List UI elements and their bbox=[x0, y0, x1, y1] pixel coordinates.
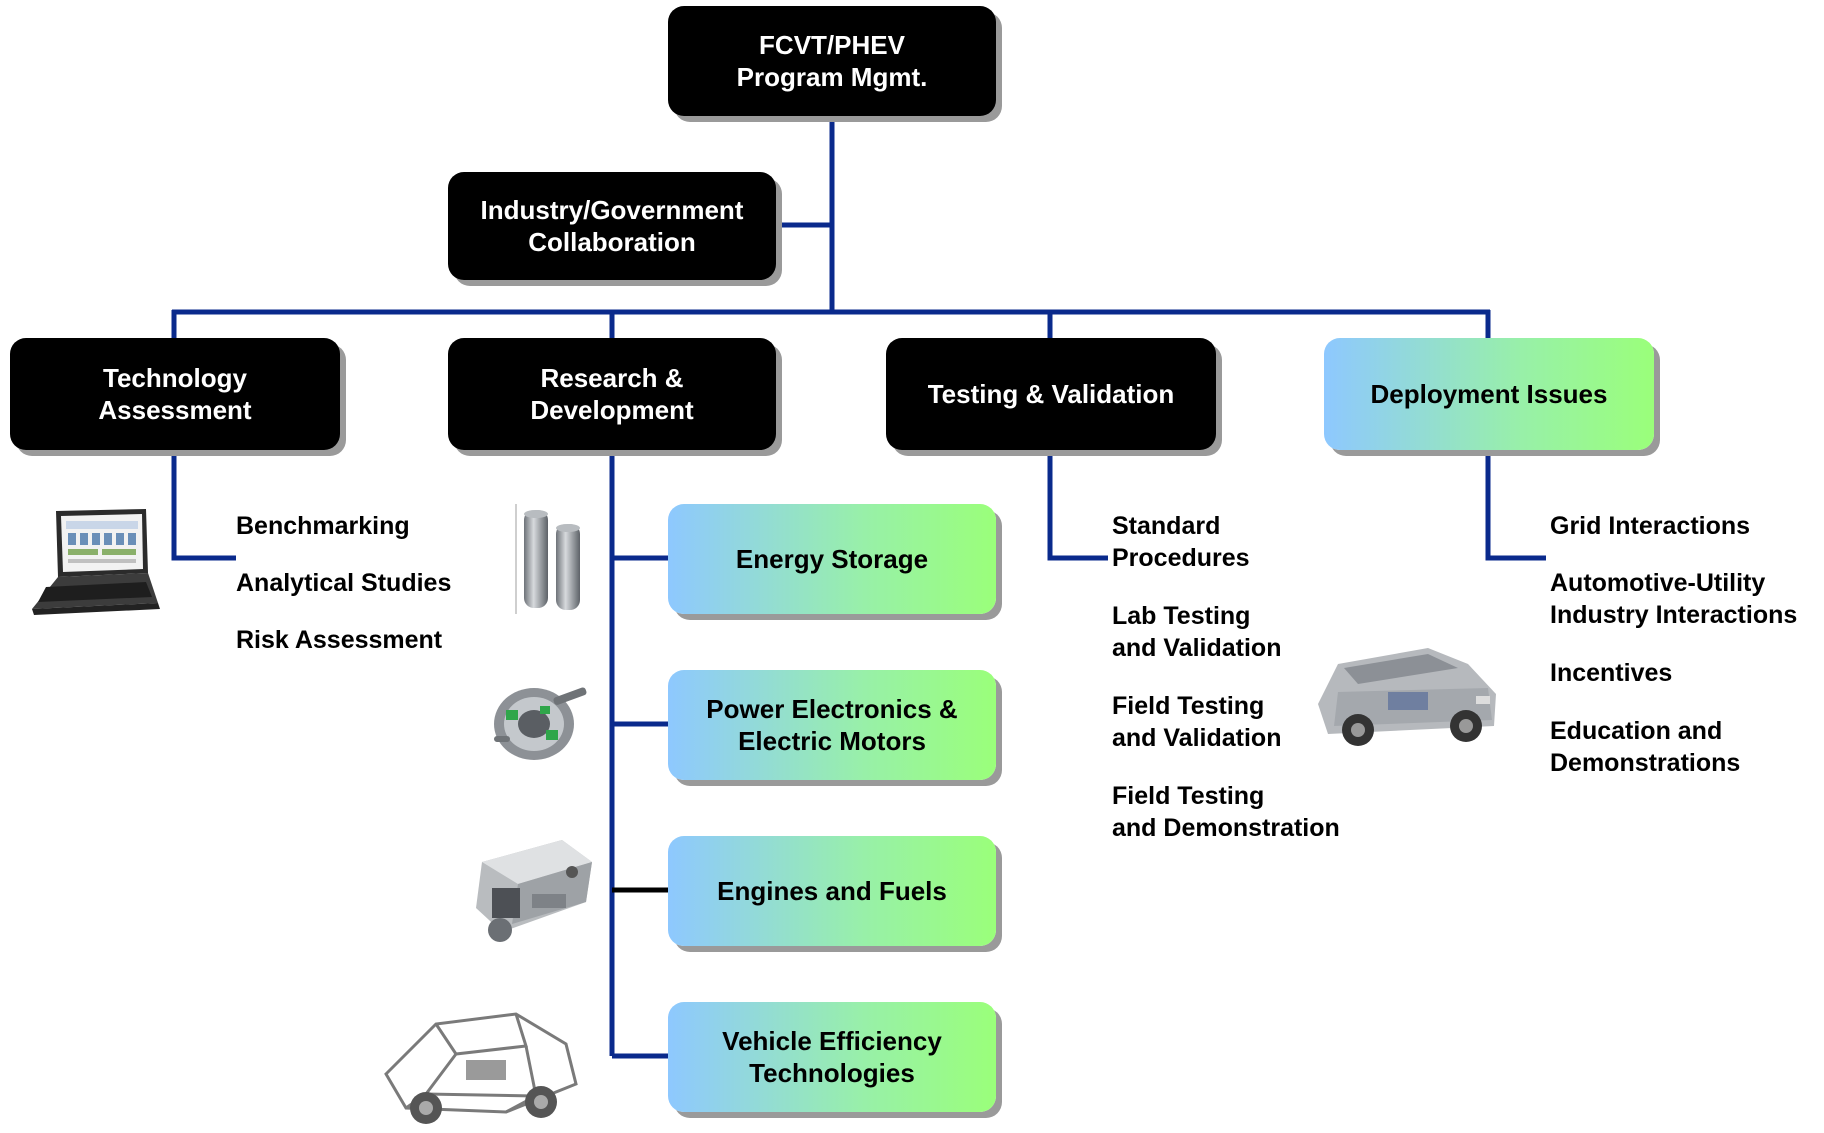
list-item: Grid Interactions bbox=[1550, 512, 1751, 540]
technology-assessment-label: Technology Assessment bbox=[98, 363, 252, 425]
list-item: Field Testing and Demonstration bbox=[1112, 782, 1340, 842]
collaboration-box: Industry/Government Collaboration bbox=[448, 172, 776, 280]
program-management-label: FCVT/PHEV Program Mgmt. bbox=[736, 30, 928, 92]
laptop-image bbox=[32, 509, 160, 615]
power-electronics-label: Power Electronics & Electric Motors bbox=[706, 694, 958, 756]
list-item: Education and Demonstrations bbox=[1550, 717, 1741, 777]
list-item: Risk Assessment bbox=[236, 626, 443, 654]
list-item: Benchmarking bbox=[236, 512, 410, 540]
deployment-issues-label: Deployment Issues bbox=[1370, 379, 1608, 409]
vehicle-efficiency-box: Vehicle Efficiency Technologies bbox=[668, 1002, 996, 1112]
energy-storage-box: Energy Storage bbox=[668, 504, 996, 614]
collaboration-label: Industry/Government Collaboration bbox=[480, 195, 744, 257]
vehicle-efficiency-label: Vehicle Efficiency Technologies bbox=[722, 1026, 942, 1088]
electric-motor-image bbox=[494, 687, 587, 760]
list-item: Lab Testing and Validation bbox=[1112, 602, 1282, 662]
testing-validation-label: Testing & Validation bbox=[927, 379, 1175, 409]
power-electronics-box: Power Electronics & Electric Motors bbox=[668, 670, 996, 780]
engines-fuels-label: Engines and Fuels bbox=[717, 876, 947, 906]
engines-fuels-box: Engines and Fuels bbox=[668, 836, 996, 946]
list-item: Analytical Studies bbox=[236, 569, 452, 597]
vehicle-frame-image bbox=[384, 1012, 578, 1124]
list-item: Standard Procedures bbox=[1112, 512, 1250, 572]
engine-image bbox=[476, 840, 592, 942]
list-item: Automotive-Utility Industry Interactions bbox=[1550, 569, 1798, 629]
deployment-issues-box: Deployment Issues bbox=[1324, 338, 1654, 450]
research-development-label: Research & Development bbox=[530, 363, 694, 425]
list-item: Field Testing and Validation bbox=[1112, 692, 1282, 752]
list-item: Incentives bbox=[1550, 659, 1673, 687]
program-management-box: FCVT/PHEV Program Mgmt. bbox=[668, 6, 996, 116]
testing-validation-box: Testing & Validation bbox=[886, 338, 1216, 450]
research-development-box: Research & Development bbox=[448, 338, 776, 450]
technology-assessment-box: Technology Assessment bbox=[10, 338, 340, 450]
energy-storage-label: Energy Storage bbox=[735, 544, 929, 574]
battery-cells-image bbox=[515, 504, 580, 614]
suv-vehicle-image bbox=[1318, 648, 1496, 746]
